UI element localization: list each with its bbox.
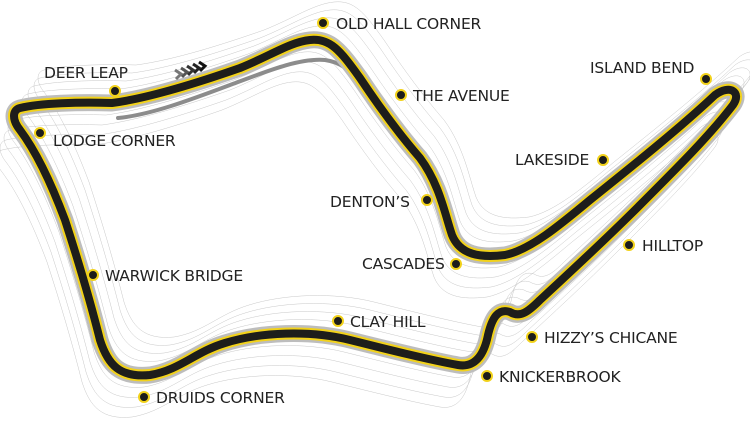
chevron-arrows-icon bbox=[174, 60, 208, 81]
cascades-label: CASCADES bbox=[362, 255, 445, 273]
clay-hill-label: CLAY HILL bbox=[350, 313, 426, 331]
druids-corner-marker[interactable] bbox=[138, 391, 150, 403]
lakeside-label: LAKESIDE bbox=[515, 151, 590, 169]
dentons-marker[interactable] bbox=[421, 194, 433, 206]
druids-corner-label: DRUIDS CORNER bbox=[156, 389, 285, 407]
warwick-bridge-marker[interactable] bbox=[87, 269, 99, 281]
hizzys-chicane-marker[interactable] bbox=[526, 331, 538, 343]
dentons-label: DENTON’S bbox=[330, 193, 410, 211]
lodge-corner-marker[interactable] bbox=[34, 127, 46, 139]
deer-leap-marker[interactable] bbox=[109, 85, 121, 97]
knickerbrook-marker[interactable] bbox=[481, 370, 493, 382]
warwick-bridge-label: WARWICK BRIDGE bbox=[105, 267, 243, 285]
lakeside-marker[interactable] bbox=[597, 154, 609, 166]
old-hall-corner-label: OLD HALL CORNER bbox=[336, 15, 482, 33]
the-avenue-label: THE AVENUE bbox=[413, 87, 510, 105]
hilltop-marker[interactable] bbox=[623, 239, 635, 251]
island-bend-label: ISLAND BEND bbox=[590, 59, 695, 77]
old-hall-corner-marker[interactable] bbox=[317, 17, 329, 29]
island-bend-marker[interactable] bbox=[700, 73, 712, 85]
hizzys-chicane-label: HIZZY’S CHICANE bbox=[544, 329, 678, 347]
clay-hill-marker[interactable] bbox=[332, 315, 344, 327]
cascades-marker[interactable] bbox=[450, 258, 462, 270]
hilltop-label: HILLTOP bbox=[642, 237, 703, 255]
the-avenue-marker[interactable] bbox=[395, 89, 407, 101]
deer-leap-label: DEER LEAP bbox=[44, 64, 128, 82]
lodge-corner-label: LODGE CORNER bbox=[53, 132, 176, 150]
knickerbrook-label: KNICKERBROOK bbox=[499, 368, 621, 386]
